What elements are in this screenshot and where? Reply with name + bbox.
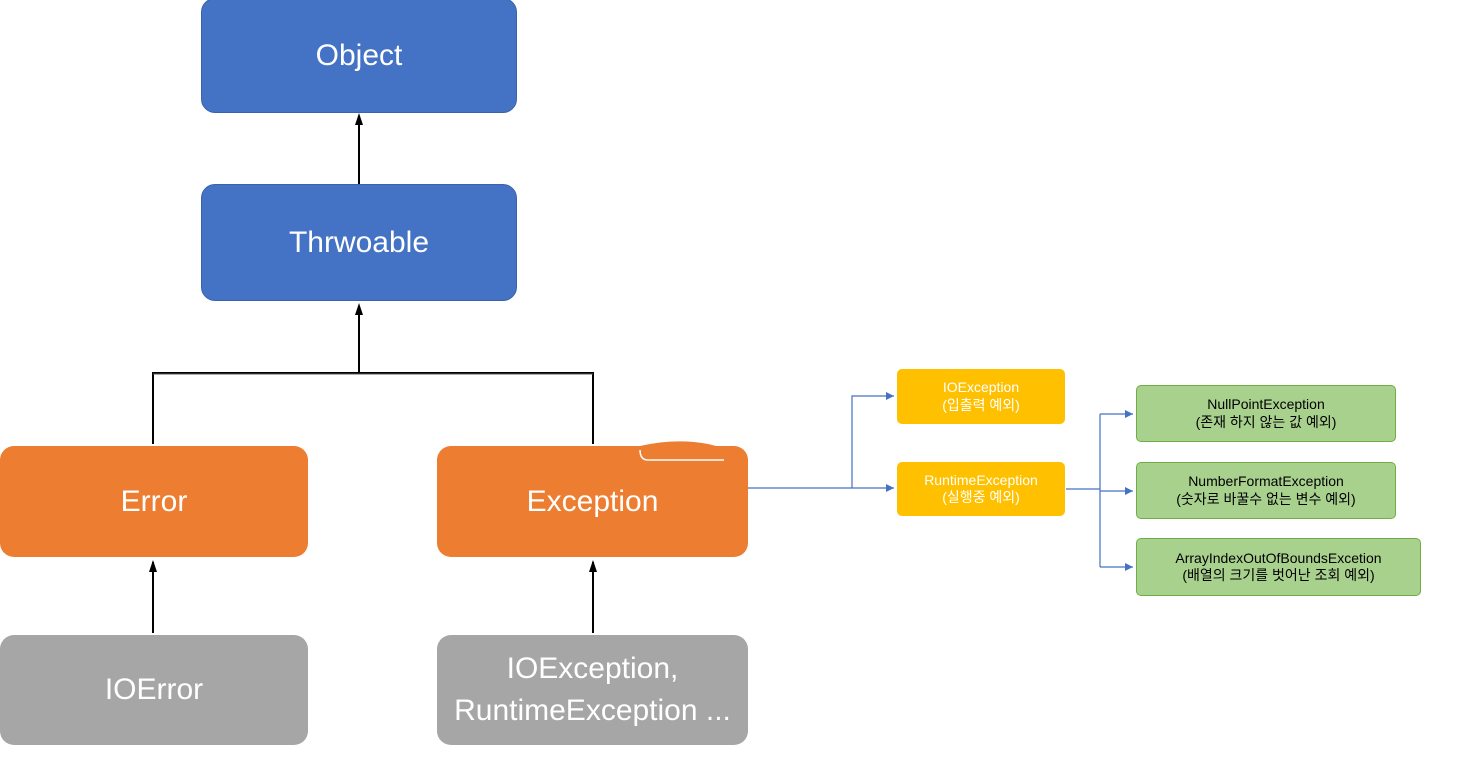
throwable-label: Thrwoable [288,225,430,259]
error-label: Error [120,484,188,518]
arrowhead-throwable [355,303,363,315]
exception-node: Exception [437,446,748,557]
exception-children-node: IOException, RuntimeException ... [437,635,748,745]
connector-error-exception-bus [152,372,594,444]
exception-label: Exception [526,484,659,518]
nullpoint-name: NullPointException [1207,396,1325,412]
exception-notch-decoration [639,441,738,461]
object-node: Object [201,0,517,113]
ioexception-name: IOException [942,379,1020,395]
arrowhead-exception [589,560,597,572]
nullpoint-desc: (존재 하지 않는 값 예외) [1195,413,1337,430]
ioerror-label: IOError [104,673,204,706]
ioerror-node: IOError [0,635,308,745]
runtimeexception-name: RuntimeException [924,471,1038,488]
object-label: Object [315,38,403,72]
throwable-node: Thrwoable [201,184,517,301]
ioexception-node: IOException (입출력 예외) [897,369,1065,424]
ioexception-desc: (입출력 예외) [942,396,1020,413]
arrayindex-desc: (배열의 크기를 벗어난 조회 예외) [1182,567,1375,583]
nullpointexception-node: NullPointException (존재 하지 않는 값 예외) [1136,385,1396,442]
numberformat-desc: (숫자로 바꿀수 없는 변수 예외) [1176,490,1356,507]
arrowhead-object [355,113,363,125]
error-node: Error [0,446,308,557]
exception-children-line1: IOException, [506,652,679,685]
numberformatexception-node: NumberFormatException (숫자로 바꿀수 없는 변수 예외) [1136,462,1396,519]
arrayindex-name: ArrayIndexOutOfBoundsExcetion [1175,549,1382,566]
numberformat-name: NumberFormatException [1188,473,1344,489]
exception-children-line2: RuntimeException ... [454,694,731,727]
arrowhead-error [149,560,157,572]
runtimeexception-node: RuntimeException (실행중 예외) [897,462,1065,516]
runtimeexception-desc: (실행중 예외) [942,489,1020,505]
arrayindexoutofbounds-node: ArrayIndexOutOfBoundsExcetion (배열의 크기를 벗… [1136,538,1421,596]
